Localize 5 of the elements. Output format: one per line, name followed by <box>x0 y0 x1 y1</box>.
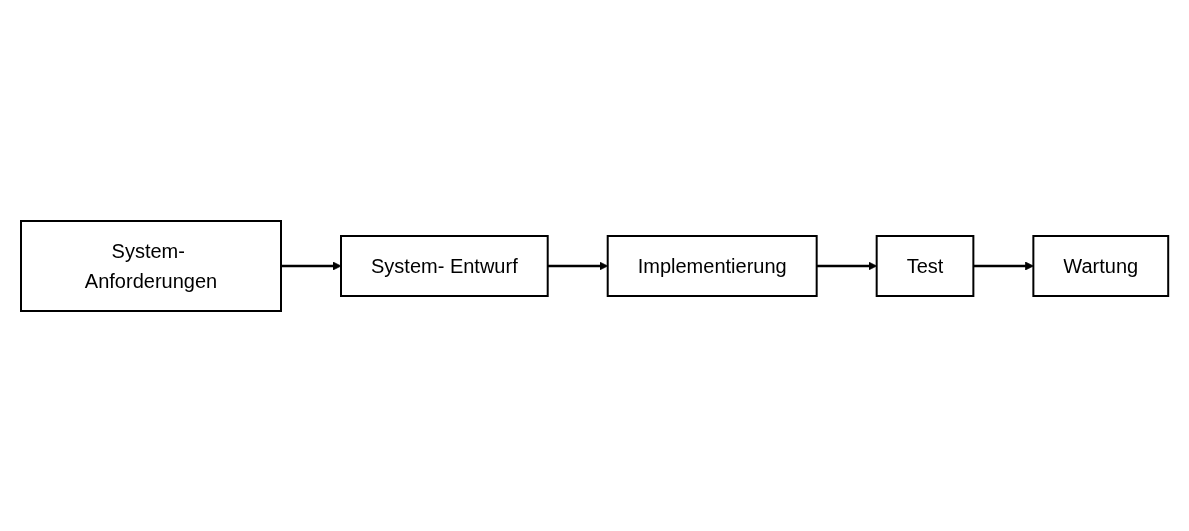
node-box: System- Anforderungen <box>19 219 282 312</box>
node-box: Test <box>875 234 975 297</box>
node-box: System- Entwurf <box>339 234 549 297</box>
node-box: Implementierung <box>606 234 818 297</box>
node-box: Wartung <box>1032 234 1170 297</box>
